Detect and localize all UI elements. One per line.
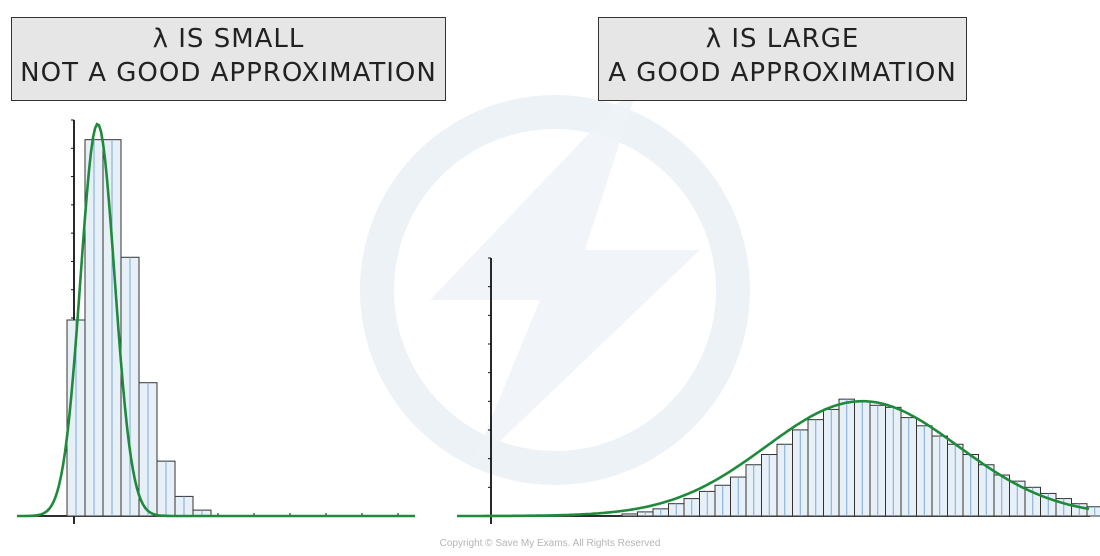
right-label-box: λ IS LARGE A GOOD APPROXIMATION <box>598 17 967 101</box>
right-subtitle: A GOOD APPROXIMATION <box>608 58 957 88</box>
left-label-box: λ IS SMALL NOT A GOOD APPROXIMATION <box>11 17 446 101</box>
left-title: λ IS SMALL <box>152 24 305 54</box>
right-title: λ IS LARGE <box>705 24 860 54</box>
normal-curve <box>17 122 415 518</box>
normal-curve <box>457 399 1090 518</box>
left-subtitle: NOT A GOOD APPROXIMATION <box>20 58 437 88</box>
copyright-text: Copyright © Save My Exams. All Rights Re… <box>439 538 661 549</box>
